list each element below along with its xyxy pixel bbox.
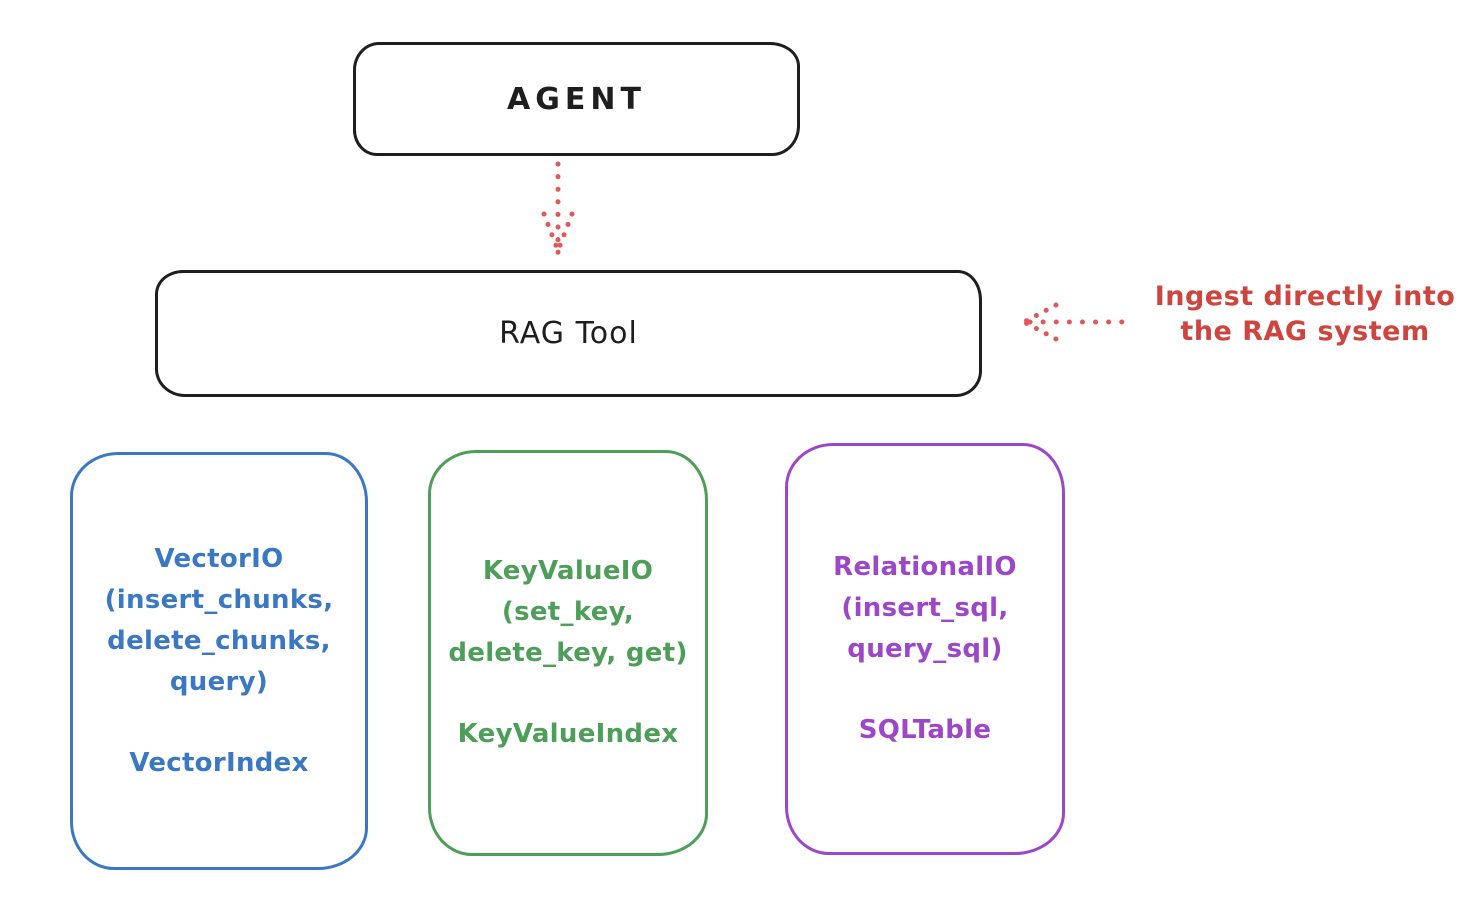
card-relational-io: RelationalIO (insert_sql, query_sql) SQL… [785,443,1065,855]
node-rag-tool: RAG Tool [155,270,982,397]
annotation-to-rag-arrow-icon [1023,302,1137,342]
ingest-annotation: Ingest directly into the RAG system [1154,281,1456,347]
card-keyvalue-io-title: KeyValueIO (set_key, delete_key, get) [448,556,688,668]
agent-to-rag-arrow-icon [541,161,575,261]
node-agent: AGENT [353,42,800,156]
card-vector-io-title: VectorIO (insert_chunks, delete_chunks, … [104,543,334,697]
node-rag-tool-label: RAG Tool [499,316,638,351]
card-keyvalue-io-index: KeyValueIndex [457,719,679,749]
card-relational-io-index: SQLTable [858,715,992,745]
node-agent-label: AGENT [507,81,646,117]
card-relational-io-title: RelationalIO (insert_sql, query_sql) [833,552,1017,664]
card-vector-io-index: VectorIndex [129,747,309,778]
card-keyvalue-io: KeyValueIO (set_key, delete_key, get) Ke… [428,450,708,856]
card-vector-io: VectorIO (insert_chunks, delete_chunks, … [70,452,368,870]
